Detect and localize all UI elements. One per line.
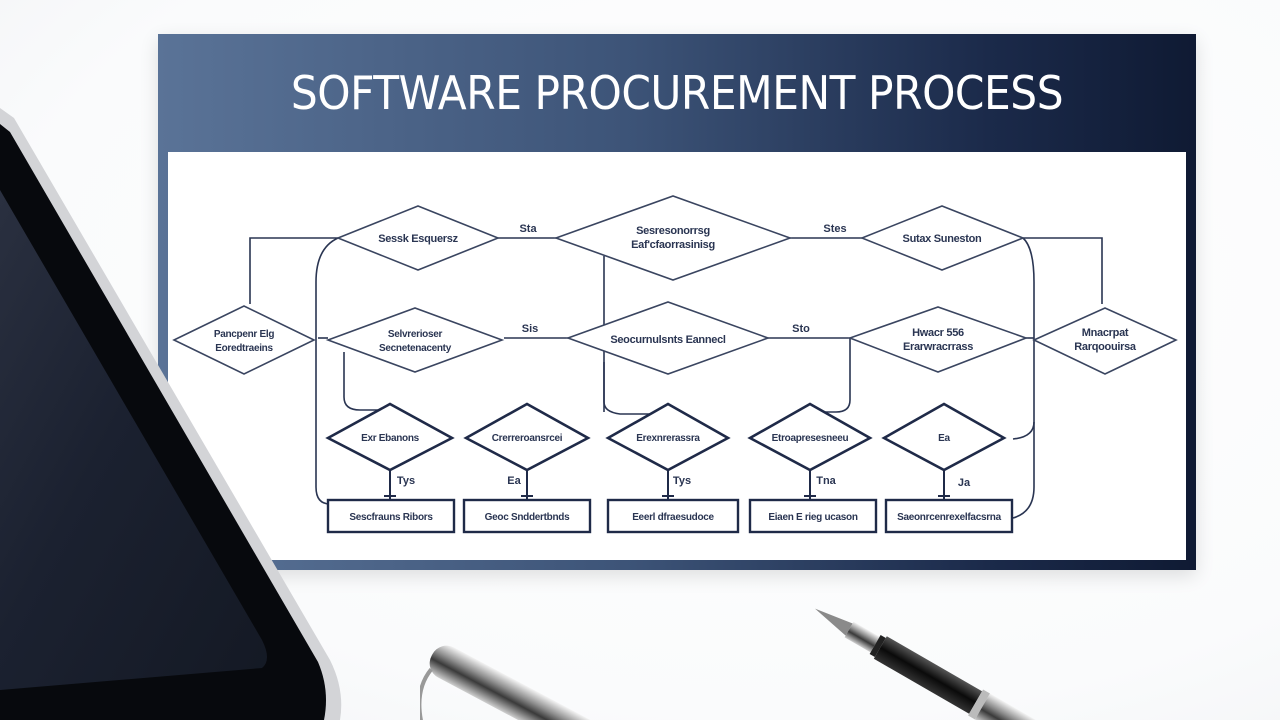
bottom-box-2-label: Geoc Snddertbnds [485,512,570,523]
bottom-box-4-label: Eiaen E rieg ucason [768,512,858,523]
top-diamond-2 [553,195,793,281]
bottom-box-3 [606,498,740,534]
flowchart-panel: Sessk Esquersz Sesresonorrsg Eaf'cfaorra… [168,152,1186,560]
bottom-box-1-label: Sescfrauns Ribors [349,512,433,523]
middle-diamond-1 [325,307,505,373]
connector-line [603,362,666,415]
middle-diamond-3 [847,306,1029,373]
top-diamond-1 [335,205,501,271]
edge-label: Sto [792,323,810,335]
loop-connector [1012,237,1035,519]
middle-diamond-2-label: Seocurnulsnts Eannecl [610,334,726,346]
edge-label: Tys [673,475,691,487]
edge-label: Sis [522,323,539,335]
middle-diamond-4-label-line1: Mnacrpat [1082,327,1129,339]
bottom-box-1 [326,498,456,534]
bottom-decision-1-label: Exr Ebanons [361,433,420,444]
bottom-decision-1 [325,402,455,472]
bottom-decision-5 [881,402,1007,472]
bottom-box-2 [462,498,592,534]
loop-connector [315,237,339,505]
edge-label: Tna [816,475,836,487]
flowchart-diagram: Sessk Esquersz Sesresonorrsg Eaf'cfaorra… [172,195,1178,534]
loop-connector [1012,421,1035,440]
middle-diamond-0 [172,305,316,375]
middle-diamond-2 [565,301,771,375]
connector-line [1023,237,1103,304]
middle-diamond-3-label-line2: Erarwracrrass [903,341,973,353]
top-diamond-2-label-line2: Eaf'cfaorrasinisg [631,239,715,251]
edge-label: Tys [397,475,415,487]
top-diamond-1-label: Sessk Esquersz [378,233,458,245]
bottom-box-3-label: Eeerl dfraesudoce [632,512,714,523]
middle-diamond-4 [1032,307,1178,375]
bottom-decision-2 [463,402,591,472]
edge-label: Sta [519,223,537,235]
edge-label: Ea [507,475,521,487]
top-diamond-3 [859,205,1026,271]
middle-diamond-1-label-line2: Secnetenacenty [379,343,452,354]
connector-line [343,352,390,411]
bottom-box-5 [884,498,1014,534]
bottom-decision-3-label: Erexnrerassra [636,433,700,444]
edge-label: Ja [958,477,971,489]
middle-diamond-1-label-line1: Selvrerioser [388,329,443,340]
bottom-decision-4 [747,402,873,472]
middle-diamond-3-label-line1: Hwacr 556 [912,327,964,339]
bottom-box-5-label: Saeonrcenrexelfacsrna [897,512,1002,523]
presentation-board: SOFTWARE PROCUREMENT PROCESS [158,34,1196,570]
bottom-decision-4-label: Etroapresesneeu [772,433,849,444]
middle-diamond-0-label-line2: Eoredtraeins [215,343,273,354]
bottom-decision-5-label: Ea [938,433,950,444]
middle-diamond-0-label-line1: Pancpenr Elg [214,329,274,340]
bottom-decision-2-label: Crerreroansrcei [492,433,563,444]
top-diamond-3-label: Sutax Suneston [903,233,983,245]
bottom-decision-3 [605,402,731,472]
top-diamond-2-label-line1: Sesresonorrsg [636,225,710,237]
middle-diamond-4-label-line2: Rarqoouirsa [1074,341,1137,353]
connector-line [810,338,851,413]
edge-label: Stes [823,223,846,235]
board-title: SOFTWARE PROCUREMENT PROCESS [290,66,1064,120]
bottom-box-4 [748,498,878,534]
